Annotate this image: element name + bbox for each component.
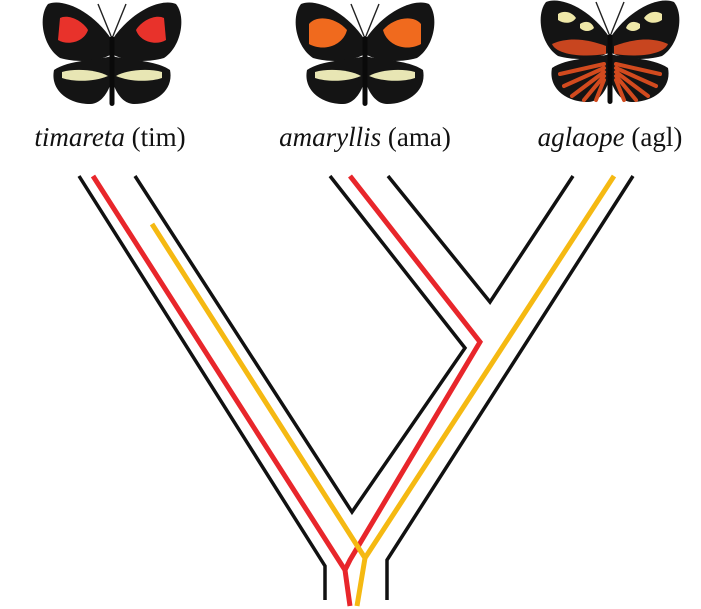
species-abbrev: (tim)	[132, 122, 186, 152]
species-tree-outer-left	[79, 176, 325, 600]
butterfly-aglaope-icon	[541, 1, 680, 105]
taxon-label-amaryllis: amaryllis (ama)	[279, 122, 451, 152]
red-gene-tree	[93, 176, 480, 606]
species-name: timareta	[34, 122, 125, 152]
species-name: amaryllis	[279, 122, 381, 152]
species-abbrev: (ama)	[388, 122, 451, 152]
yellow-lineage-aglaope	[365, 176, 614, 558]
species-tree-outer-right	[387, 176, 633, 600]
taxon-label-timareta: timareta (tim)	[34, 122, 185, 152]
species-name: aglaope	[538, 122, 625, 152]
red-lineage-amaryllis	[345, 176, 480, 570]
yellow-gene-tree	[152, 176, 614, 606]
butterfly-timareta-icon	[43, 3, 182, 107]
species-abbrev: (agl)	[631, 122, 682, 152]
taxon-label-aglaope: aglaope (agl)	[538, 122, 683, 152]
butterfly-amaryllis-icon	[296, 3, 435, 107]
